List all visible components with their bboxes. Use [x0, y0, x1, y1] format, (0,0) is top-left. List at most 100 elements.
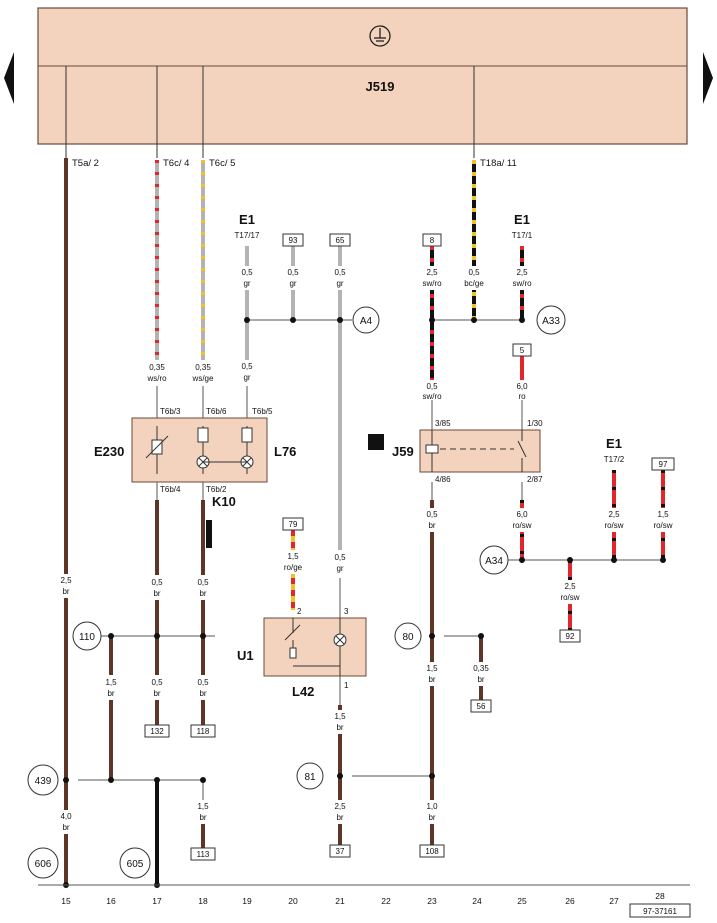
column-numbers: 15 16 17 18 19 20 21 22 23 24 25 26 27 2… — [61, 891, 665, 906]
wire-label: 1,5br — [193, 800, 213, 824]
svg-text:0,5: 0,5 — [334, 553, 346, 562]
svg-text:ws/ro: ws/ro — [146, 374, 167, 383]
svg-text:0,35: 0,35 — [149, 363, 165, 372]
svg-text:0,5: 0,5 — [151, 578, 163, 587]
svg-text:23: 23 — [427, 896, 437, 906]
svg-text:2,5: 2,5 — [608, 510, 620, 519]
wire-label: 2,5br — [56, 574, 76, 598]
svg-text:113: 113 — [197, 850, 210, 859]
svg-text:92: 92 — [566, 632, 575, 641]
pin-label: T6c/ 5 — [209, 158, 235, 169]
svg-text:2,5: 2,5 — [426, 268, 438, 277]
ref-box: 97 — [651, 457, 675, 471]
svg-text:19: 19 — [242, 896, 252, 906]
svg-text:br: br — [428, 521, 435, 530]
junction-dots — [63, 317, 666, 888]
ref-box: 8 — [422, 233, 442, 247]
ref-box: 5 — [512, 343, 532, 357]
wire-label: 2,5 br — [330, 800, 350, 824]
svg-text:ro: ro — [518, 392, 526, 401]
svg-text:2,5: 2,5 — [334, 802, 346, 811]
ref-box: 65 — [329, 233, 351, 247]
wire-label: 0,5 gr — [330, 550, 350, 578]
svg-text:gr: gr — [243, 279, 250, 288]
svg-text:21: 21 — [335, 896, 345, 906]
wire-label: 6,0ro/sw — [508, 508, 536, 532]
svg-text:br: br — [336, 813, 343, 822]
connector-label: T6b/4 — [160, 485, 181, 494]
svg-text:26: 26 — [565, 896, 575, 906]
svg-text:gr: gr — [243, 373, 250, 382]
node-439: 439 — [27, 764, 59, 796]
wire-label: 1,0br — [422, 800, 442, 824]
svg-text:2,5: 2,5 — [564, 582, 576, 591]
svg-text:br: br — [199, 589, 206, 598]
svg-text:93: 93 — [289, 236, 298, 245]
component-label: K10 — [212, 494, 236, 509]
svg-text:br: br — [199, 689, 206, 698]
module-j519-box — [37, 7, 688, 145]
wire-label: 4,0br — [56, 810, 76, 834]
svg-text:0,5: 0,5 — [151, 678, 163, 687]
svg-text:ro/sw: ro/sw — [653, 521, 672, 530]
component-label: E230 — [94, 444, 124, 459]
svg-text:97: 97 — [659, 460, 668, 469]
wire-label: 0,5bc/ge — [460, 266, 488, 290]
svg-text:37: 37 — [336, 847, 345, 856]
connector-label: T17/2 — [604, 455, 625, 464]
svg-text:gr: gr — [336, 279, 343, 288]
connector-label: 2 — [297, 607, 302, 616]
thermistor-icon — [145, 426, 169, 474]
connector-label: T6b/2 — [206, 485, 227, 494]
component-label: L42 — [292, 684, 314, 699]
svg-text:1,5: 1,5 — [426, 664, 438, 673]
ref-box: 108 — [419, 844, 445, 858]
svg-text:ro/sw: ro/sw — [560, 593, 579, 602]
triangle-left-icon — [4, 52, 14, 104]
triangle-right-icon — [703, 52, 713, 104]
relay-box-u1 — [263, 617, 367, 677]
ref-box: 113 — [190, 847, 216, 861]
ref-box: 56 — [470, 699, 492, 713]
component-label: E1 — [606, 436, 622, 451]
svg-text:118: 118 — [197, 727, 210, 736]
node-a4: A4 — [352, 306, 380, 334]
svg-text:6,0: 6,0 — [516, 510, 528, 519]
svg-text:gr: gr — [336, 564, 343, 573]
svg-text:15: 15 — [61, 896, 71, 906]
svg-text:sw/ro: sw/ro — [422, 392, 442, 401]
wire-label: 2,5ro/sw — [600, 508, 628, 532]
svg-text:0,35: 0,35 — [195, 363, 211, 372]
svg-text:1,5: 1,5 — [334, 712, 346, 721]
svg-text:6,0: 6,0 — [516, 382, 528, 391]
ref-box: 92 — [559, 629, 581, 643]
ground-symbol-icon — [369, 25, 391, 47]
svg-text:8: 8 — [430, 236, 435, 245]
svg-text:br: br — [477, 675, 484, 684]
svg-text:20: 20 — [288, 896, 298, 906]
svg-text:4,0: 4,0 — [60, 812, 72, 821]
svg-text:ro/ge: ro/ge — [284, 563, 303, 572]
node-606: 606 — [27, 847, 59, 879]
node-81: 81 — [296, 762, 324, 790]
svg-text:0,5: 0,5 — [426, 382, 438, 391]
svg-text:1,5: 1,5 — [105, 678, 117, 687]
wire-label: 2,5sw/ro — [508, 266, 536, 290]
component-label: J59 — [392, 444, 414, 459]
svg-text:0,5: 0,5 — [197, 678, 209, 687]
wire-label: 0,5br — [147, 675, 167, 700]
pin-label: T6c/ 4 — [163, 158, 189, 169]
connector-label: T17/1 — [512, 231, 533, 240]
svg-text:0,5: 0,5 — [241, 362, 253, 371]
connector-marker — [368, 434, 384, 450]
svg-text:0,5: 0,5 — [241, 268, 253, 277]
svg-text:br: br — [62, 587, 69, 596]
wire-label: 2,5 ro/sw — [556, 580, 584, 604]
svg-text:0,5: 0,5 — [334, 268, 346, 277]
svg-text:65: 65 — [336, 236, 345, 245]
svg-text:br: br — [153, 589, 160, 598]
svg-text:28: 28 — [655, 891, 665, 901]
svg-text:24: 24 — [472, 896, 482, 906]
module-j519-label: J519 — [366, 79, 395, 94]
